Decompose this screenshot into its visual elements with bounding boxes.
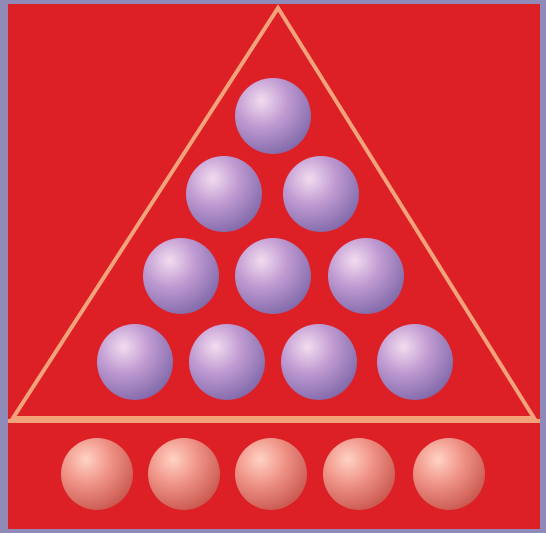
purple-ball <box>377 324 453 400</box>
purple-ball <box>283 156 359 232</box>
purple-ball <box>143 238 219 314</box>
red-ball <box>323 438 395 510</box>
purple-ball <box>186 156 262 232</box>
purple-ball <box>281 324 357 400</box>
purple-ball <box>328 238 404 314</box>
red-ball <box>413 438 485 510</box>
purple-ball <box>235 238 311 314</box>
red-ball <box>148 438 220 510</box>
red-ball <box>235 438 307 510</box>
purple-ball <box>235 78 311 154</box>
red-ball <box>61 438 133 510</box>
purple-ball <box>189 324 265 400</box>
purple-ball <box>97 324 173 400</box>
